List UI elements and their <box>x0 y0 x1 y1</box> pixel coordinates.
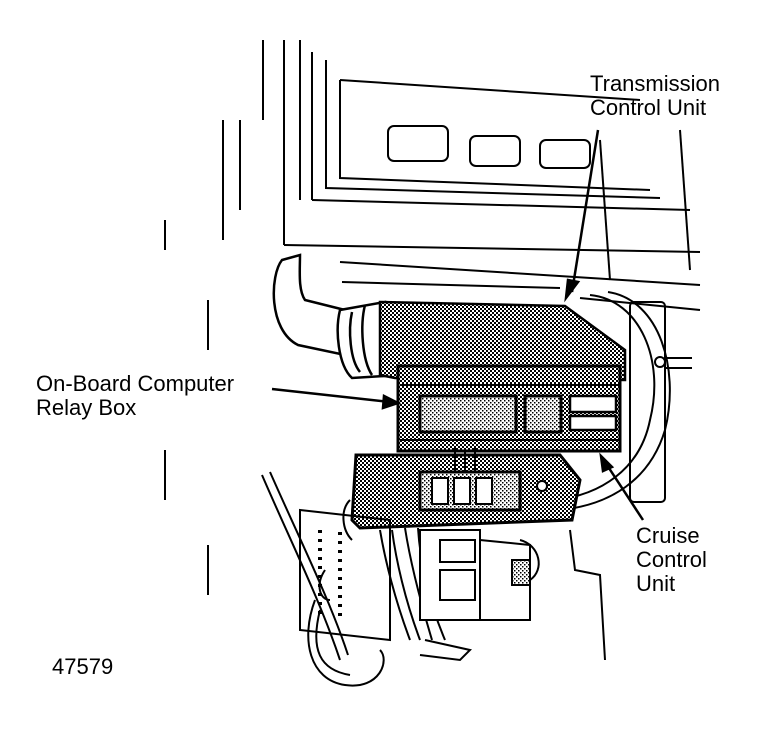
lower-wiring <box>261 471 606 687</box>
cruise-control-unit-label-line1: Cruise <box>636 523 700 548</box>
transmission-control-unit-label-line2: Control Unit <box>590 95 707 120</box>
onboard-computer-relay-box-shape <box>396 364 622 453</box>
cruise-control-unit-label: Cruise Control Unit <box>636 524 707 596</box>
onboard-computer-relay-box-label-line2: Relay Box <box>36 395 137 420</box>
left-edge-lines <box>164 220 209 595</box>
cruise-control-unit-shape <box>350 448 582 530</box>
onboard-computer-relay-box-label: On-Board Computer Relay Box <box>36 372 234 420</box>
transmission-control-unit-label: Transmission Control Unit <box>590 72 720 120</box>
leader-arrows <box>271 129 645 521</box>
dashboard-structure <box>222 40 701 311</box>
cruise-control-unit-label-line2: Control <box>636 547 707 572</box>
air-duct <box>272 253 387 380</box>
transmission-control-unit-shape <box>378 300 627 382</box>
onboard-computer-relay-box-label-line1: On-Board Computer <box>36 371 235 396</box>
figure-number: 47579 <box>52 654 114 679</box>
transmission-control-unit-label-line1: Transmission <box>590 71 720 96</box>
harness-loop <box>554 291 692 511</box>
cruise-control-unit-label-line3: Unit <box>636 571 676 596</box>
